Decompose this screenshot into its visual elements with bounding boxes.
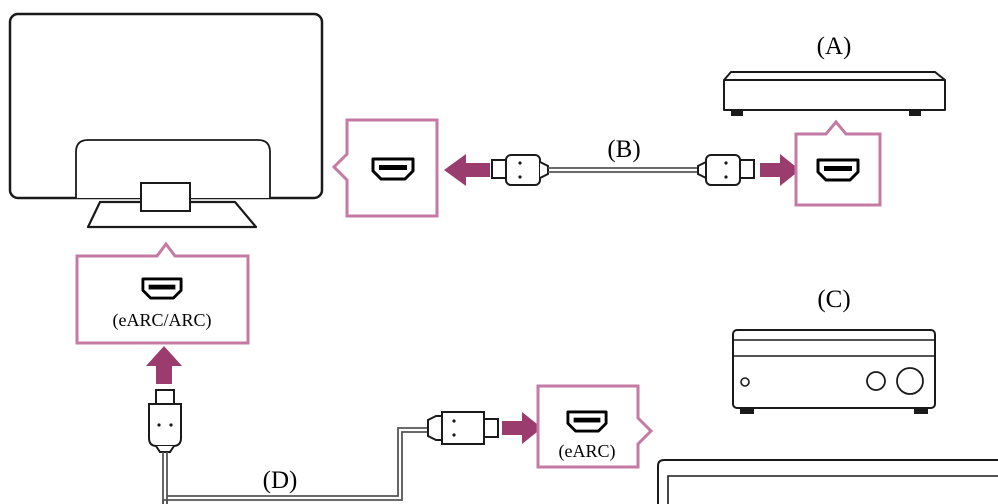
- cable-d-plug-right: [483, 418, 499, 438]
- tv-earc-port-label: (eARC/ARC): [113, 310, 212, 331]
- cable-b-connector-left: [505, 154, 541, 186]
- soundbar: [657, 459, 998, 504]
- tv-earc-callout: (eARC/ARC): [75, 241, 250, 345]
- cable-d-connector-right: [441, 411, 485, 445]
- hdmi-port-icon: [566, 410, 608, 433]
- device-a-player: [723, 71, 946, 116]
- device-c-av-receiver: [732, 329, 936, 414]
- hdmi-port-icon: [141, 277, 183, 300]
- arrow-icon: [502, 412, 542, 444]
- cable-d-label: (D): [263, 467, 298, 494]
- receiver-earc-port-label: (eARC): [559, 441, 616, 462]
- device-a-hdmi-callout: [794, 119, 882, 207]
- receiver-earc-callout: (eARC): [536, 384, 654, 469]
- cable-b-connector-right: [705, 154, 741, 186]
- arrow-icon: [444, 154, 490, 186]
- cable-d-plug-top: [155, 389, 175, 405]
- hdmi-port-icon: [371, 157, 415, 181]
- cable-b-label: (B): [607, 136, 640, 163]
- cable-d-wire: [162, 452, 168, 504]
- tv: [8, 12, 324, 229]
- device-c-label: (C): [817, 286, 850, 313]
- hdmi-cable-b: [491, 154, 755, 186]
- tv-hdmi-callout: [331, 118, 439, 218]
- hdmi-cable-d: [148, 389, 499, 504]
- tv-stand-back: [75, 139, 271, 198]
- arrow-icon: [760, 154, 800, 186]
- tv-stand-neck: [140, 182, 191, 212]
- device-a-label: (A): [817, 33, 852, 60]
- hdmi-port-icon: [816, 158, 860, 182]
- cable-b-wire: [548, 167, 698, 173]
- cable-b-plug-left: [491, 159, 507, 179]
- cable-d-connector-top: [148, 403, 182, 447]
- cable-b-plug-right: [739, 159, 755, 179]
- arrow-icon: [146, 346, 182, 384]
